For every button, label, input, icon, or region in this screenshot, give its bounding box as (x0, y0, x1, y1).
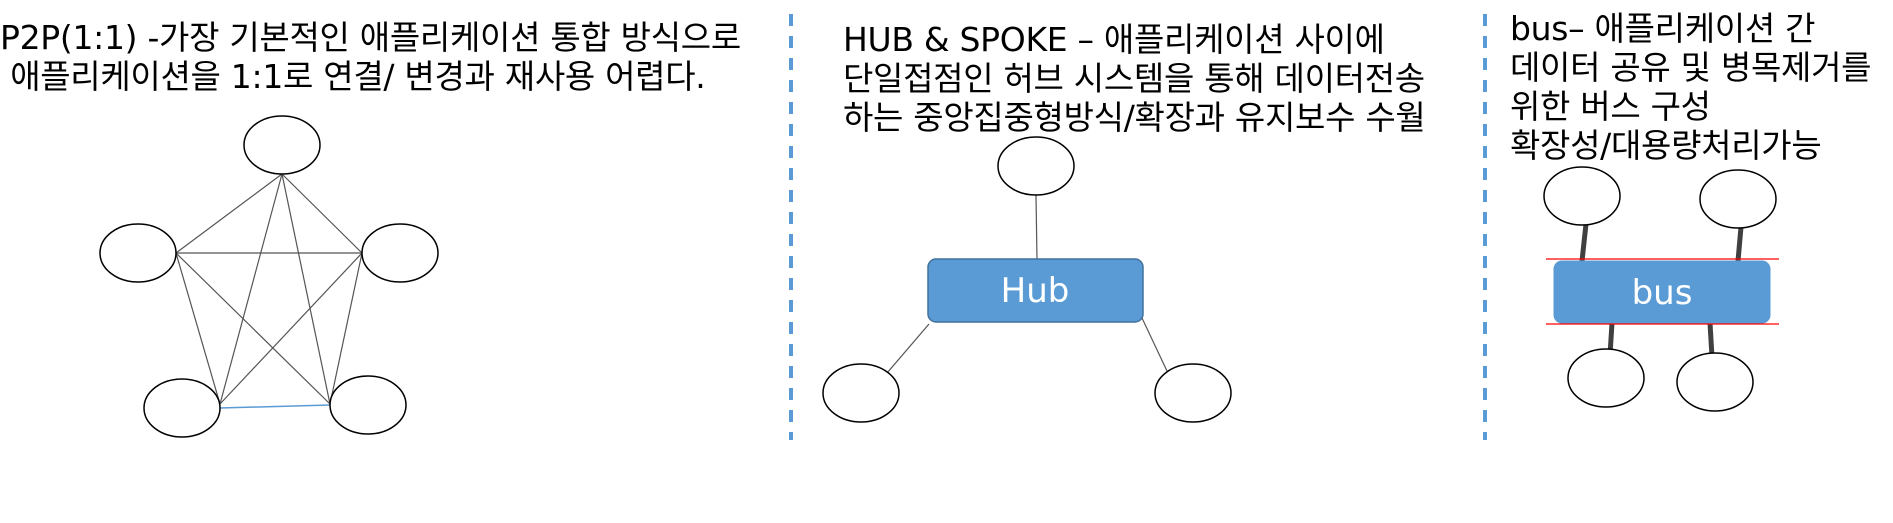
bus-link (1735, 226, 1744, 262)
hub-spoke-link (886, 323, 930, 374)
p2p-link (219, 173, 283, 405)
bus-caption: bus– 애플리케이션 간 데이터 공유 및 병목제거를 위한 버스 구성 확장… (1510, 9, 1872, 165)
bus-link (1707, 322, 1715, 358)
p2p-link (281, 173, 363, 254)
hub-spoke-caption: HUB & SPOKE – 애플리케이션 사이에 단일접점인 허브 시스템을 통… (843, 20, 1426, 137)
hub-spoke-link (1141, 317, 1168, 372)
bus-node-bottom-right (1676, 352, 1754, 412)
bus-box (1553, 260, 1771, 324)
p2p-link (281, 173, 331, 405)
p2p-node-left (99, 223, 177, 283)
p2p-node-bottom-left (143, 378, 221, 438)
hub-spoke-node-right (1154, 363, 1232, 423)
hub-spoke-link (1035, 194, 1038, 261)
p2p-links (175, 173, 363, 409)
bus-diagram: bus (1543, 166, 1779, 412)
hub-box-label: Hub (1001, 271, 1070, 311)
bus-link (1579, 223, 1589, 262)
bus-node-top-right (1699, 169, 1777, 229)
bus-node-top-left (1543, 166, 1621, 226)
p2p-link (329, 252, 363, 405)
p2p-link-highlighted (219, 404, 331, 409)
bus-box-label: bus (1632, 273, 1693, 313)
p2p-caption: P2P(1:1) -가장 기본적인 애플리케이션 통합 방식으로 애플리케이션을… (0, 18, 741, 96)
p2p-link (175, 252, 221, 405)
bus-node-bottom-left (1567, 348, 1645, 408)
p2p-link (219, 252, 363, 405)
hub-box (927, 258, 1144, 323)
p2p-node-top (243, 115, 321, 175)
hub-spoke-diagram: Hub (822, 136, 1232, 423)
p2p-link (175, 252, 331, 405)
p2p-node-right (361, 223, 439, 283)
p2p-link (175, 173, 283, 254)
hub-spoke-node-top (997, 136, 1075, 196)
hub-spoke-node-left (822, 363, 900, 423)
p2p-node-bottom-right (329, 375, 407, 435)
p2p-nodes (99, 115, 439, 438)
